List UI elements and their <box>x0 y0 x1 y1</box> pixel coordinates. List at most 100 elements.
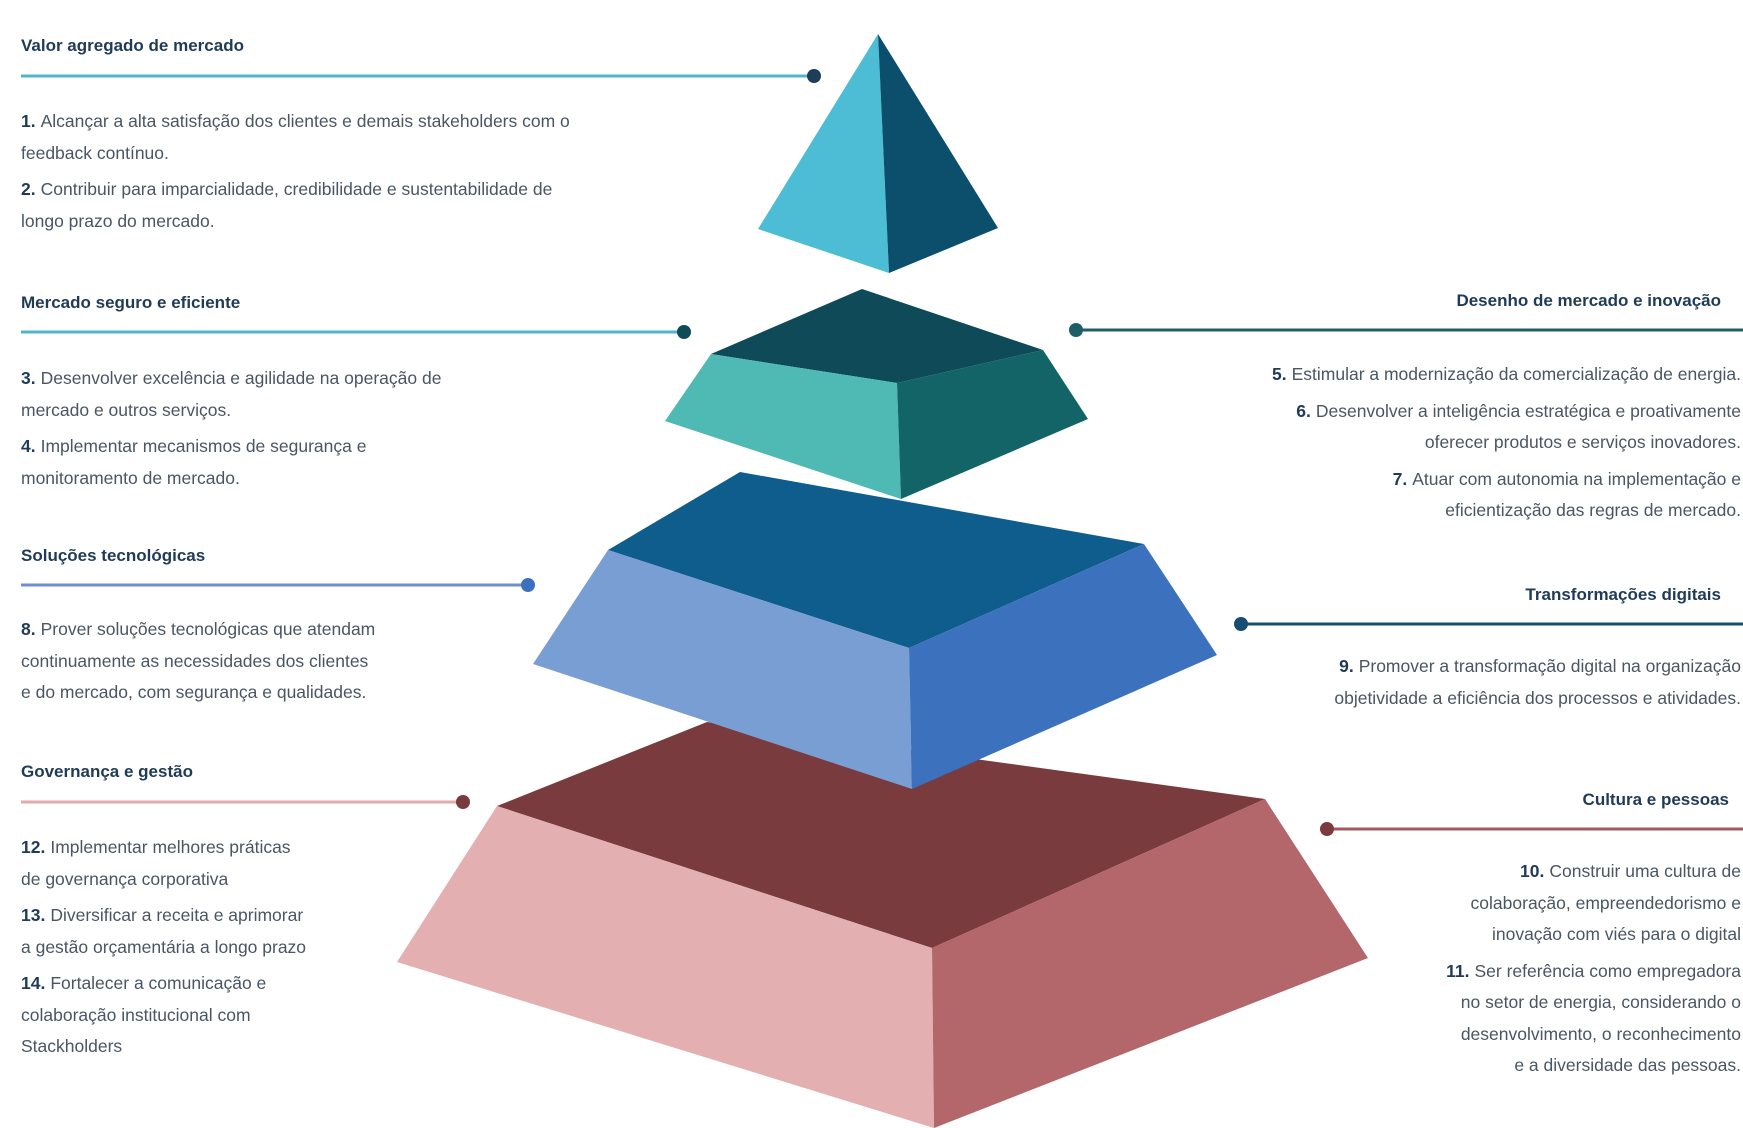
transf-item-text: Promover a transformação digital na orga… <box>1358 656 1741 676</box>
governanca-connector-dot <box>456 795 470 809</box>
cultura-item-line: colaboração, empreendedorismo e <box>1321 888 1741 920</box>
governanca-item-number: 12. <box>21 837 46 857</box>
tier2-right-face <box>909 544 1217 789</box>
desenho-item-number: 7. <box>1392 468 1408 489</box>
desenho-item-line: eficientização das regras de mercado. <box>1061 495 1741 527</box>
seguro-item-number: 4. <box>21 436 36 456</box>
desenho-title: Desenho de mercado e inovação <box>1456 291 1721 310</box>
cultura-item-number: 10. <box>1520 861 1545 881</box>
valor-item-text: feedback contínuo. <box>21 142 169 163</box>
desenho-item: 6.Desenvolver a inteligência estratégica… <box>1061 396 1741 459</box>
governanca-item-line: 13.Diversificar a receita e aprimorar <box>21 900 421 932</box>
solucoes-item-text: continuamente as necessidades dos client… <box>21 650 369 671</box>
governanca-item-number: 13. <box>21 905 46 925</box>
transf-connector-dot <box>1234 617 1248 631</box>
cultura-item: 11.Ser referência como empregadora no set… <box>1321 956 1741 1082</box>
transf-item-line: 9.Promover a transformação digital na or… <box>1121 651 1741 683</box>
transf-item-number: 9. <box>1339 656 1354 676</box>
governanca-item-text: a gestão orçamentária a longo prazo <box>21 936 307 957</box>
seguro-item-number: 3. <box>21 368 36 388</box>
governanca-block: Governança e gestão 12.Implementar melho… <box>21 762 421 1068</box>
seguro-item-line: mercado e outros serviços. <box>21 395 661 427</box>
cultura-item-text: no setor de energia, considerando o <box>1460 992 1741 1012</box>
solucoes-item-line: 8.Prover soluções tecnológicas que atend… <box>21 614 541 646</box>
solucoes-title: Soluções tecnológicas <box>21 546 206 565</box>
desenho-item-text: Atuar com autonomia na implementação e <box>1412 468 1741 489</box>
governanca-item-text: de governança corporativa <box>21 868 229 889</box>
valor-item-line: feedback contínuo. <box>21 138 781 170</box>
cultura-connector-dot <box>1320 822 1334 836</box>
seguro-item-text: monitoramento de mercado. <box>21 467 240 488</box>
seguro-items: 3.Desenvolver excelência e agilidade na … <box>21 363 661 494</box>
cultura-item-text: colaboração, empreendedorismo e <box>1470 892 1741 913</box>
transf-item: 9.Promover a transformação digital na or… <box>1121 651 1741 714</box>
solucoes-item-text: Prover soluções tecnológicas que atendam <box>40 619 376 639</box>
valor-connector-dot <box>807 69 821 83</box>
tier3-right-face <box>932 799 1368 1128</box>
seguro-item-text: Desenvolver excelência e agilidade na op… <box>40 368 442 388</box>
cultura-item-line: 10.Construir uma cultura de <box>1321 856 1741 888</box>
solucoes-item-line: e do mercado, com segurança e qualidades… <box>21 677 541 709</box>
cultura-block: Cultura e pessoas 10.Construir uma cultu… <box>1321 790 1741 1087</box>
seguro-item: 3.Desenvolver excelência e agilidade na … <box>21 363 661 426</box>
solucoes-connector-dot <box>521 578 535 592</box>
cultura-item-line: no setor de energia, considerando o <box>1321 987 1741 1019</box>
seguro-item-text: Implementar mecanismos de segurança e <box>40 436 367 456</box>
desenho-item-line: 6.Desenvolver a inteligência estratégica… <box>1061 396 1741 428</box>
valor-item: 2.Contribuir para imparcialidade, credib… <box>21 174 781 237</box>
valor-item: 1.Alcançar a alta satisfação dos cliente… <box>21 106 781 169</box>
desenho-item-text: Desenvolver a inteligência estratégica e… <box>1315 400 1741 421</box>
tier3-top-face <box>497 722 1265 948</box>
cultura-item-line: inovação com viés para o digital <box>1321 919 1741 951</box>
transf-title: Transformações digitais <box>1525 585 1721 604</box>
valor-item-text: Alcançar a alta satisfação dos clientes … <box>40 111 570 131</box>
governanca-item-line: colaboração institucional com <box>21 1000 421 1032</box>
desenho-item-number: 6. <box>1296 400 1311 421</box>
solucoes-block: Soluções tecnológicas 8.Prover soluções … <box>21 546 541 714</box>
valor-item-line: longo prazo do mercado. <box>21 206 781 238</box>
tier3-left-face <box>397 806 934 1128</box>
transf-block: Transformações digitais 9.Promover a tra… <box>1121 585 1741 719</box>
cultura-item-text: e a diversidade das pessoas. <box>1514 1055 1741 1075</box>
desenho-item: 7.Atuar com autonomia na implementação e… <box>1061 464 1741 527</box>
desenho-block: Desenho de mercado e inovação 5.Estimula… <box>1061 291 1741 532</box>
valor-items: 1.Alcançar a alta satisfação dos cliente… <box>21 106 781 237</box>
transf-items: 9.Promover a transformação digital na or… <box>1121 651 1741 714</box>
governanca-item-line: a gestão orçamentária a longo prazo <box>21 932 421 964</box>
governanca-item: 13.Diversificar a receita e aprimorar a g… <box>21 900 421 963</box>
tier1-right-face <box>897 350 1088 499</box>
desenho-items: 5.Estimular a modernização da comerciali… <box>1061 359 1741 527</box>
solucoes-item-line: continuamente as necessidades dos client… <box>21 646 541 678</box>
valor-item-text: longo prazo do mercado. <box>21 210 215 231</box>
valor-item-text: Contribuir para imparcialidade, credibil… <box>40 179 553 199</box>
transf-item-line: objetividade a eficiência dos processos … <box>1121 683 1741 715</box>
governanca-item-text: colaboração institucional com <box>21 1004 251 1025</box>
valor-title: Valor agregado de mercado <box>21 36 244 55</box>
transf-item-text: objetividade a eficiência dos processos … <box>1334 687 1741 708</box>
valor-item-line: 2.Contribuir para imparcialidade, credib… <box>21 174 781 206</box>
cultura-items: 10.Construir uma cultura de colaboração, … <box>1321 856 1741 1082</box>
solucoes-item: 8.Prover soluções tecnológicas que atend… <box>21 614 541 709</box>
cultura-item: 10.Construir uma cultura de colaboração, … <box>1321 856 1741 951</box>
valor-block: Valor agregado de mercado 1.Alcançar a a… <box>21 36 781 242</box>
cultura-title: Cultura e pessoas <box>1582 790 1729 809</box>
governanca-item-line: 14.Fortalecer a comunicação e <box>21 968 421 1000</box>
seguro-title: Mercado seguro e eficiente <box>21 293 241 312</box>
solucoes-item-text: e do mercado, com segurança e qualidades… <box>21 682 367 702</box>
seguro-item-line: 4.Implementar mecanismos de segurança e <box>21 431 661 463</box>
governanca-item-text: Stackholders <box>21 1036 123 1056</box>
tier1-left-face <box>665 354 901 499</box>
solucoes-item-number: 8. <box>21 619 36 639</box>
desenho-item: 5.Estimular a modernização da comerciali… <box>1061 359 1741 391</box>
valor-item-line: 1.Alcançar a alta satisfação dos cliente… <box>21 106 781 138</box>
governanca-item-line: Stackholders <box>21 1031 421 1063</box>
desenho-item-number: 5. <box>1271 364 1287 384</box>
solucoes-items: 8.Prover soluções tecnológicas que atend… <box>21 614 541 709</box>
cultura-item-line: 11.Ser referência como empregadora <box>1321 956 1741 988</box>
valor-item-number: 2. <box>21 179 36 199</box>
desenho-connector-dot <box>1069 323 1083 337</box>
seguro-block: Mercado seguro e eficiente 3.Desenvolver… <box>21 293 661 499</box>
cultura-item-line: desenvolvimento, o reconhecimento <box>1321 1019 1741 1051</box>
